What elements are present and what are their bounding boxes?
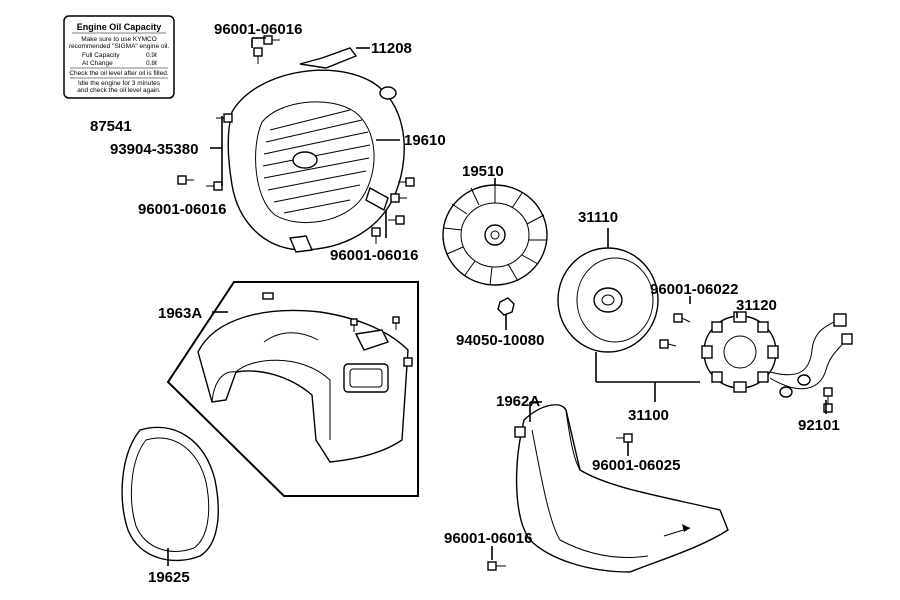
stator-drawing — [701, 311, 853, 398]
part-label-96001-06016-mid: 96001-06016 — [330, 247, 418, 264]
screws-top-drawing — [177, 35, 415, 244]
shroud-box-frame — [166, 281, 419, 497]
part-label-19625: 19625 — [148, 569, 190, 586]
oil-capacity-label-card: Engine Oil Capacity Make sure to use KYM… — [63, 15, 175, 99]
oil-label-full: Full Capacity — [82, 52, 120, 59]
stator-screws-drawing — [659, 313, 833, 413]
part-label-92101: 92101 — [798, 417, 840, 434]
cooling-fan-drawing — [442, 184, 548, 286]
oil-label-title: Engine Oil Capacity — [77, 22, 162, 32]
part-label-1962a: 1962A — [496, 393, 540, 410]
oil-label-full-value: 0.9ℓ — [146, 52, 158, 59]
shroud-1963a-drawing — [197, 292, 413, 463]
oil-label-note3: and check the oil level again. — [77, 87, 161, 94]
part-label-93904-35380: 93904-35380 — [110, 141, 198, 158]
part-label-96001-06016-bottom: 96001-06016 — [444, 530, 532, 547]
flywheel-drawing — [557, 247, 659, 353]
gasket-19625-drawing — [121, 426, 219, 562]
part-label-19510: 19510 — [462, 163, 504, 180]
shroud-1962a-drawing — [487, 404, 729, 573]
part-label-31100: 31100 — [628, 407, 669, 424]
part-label-96001-06022: 96001-06022 — [650, 281, 738, 298]
part-label-31120: 31120 — [736, 297, 777, 314]
fan-cover-drawing — [227, 47, 405, 253]
part-label-31110: 31110 — [578, 209, 618, 226]
part-label-87541: 87541 — [90, 118, 132, 135]
oil-label-note1: Check the oil level after oil is filled. — [69, 70, 169, 77]
part-label-11208: 11208 — [371, 40, 412, 57]
oil-label-change: At Change — [82, 60, 113, 67]
part-label-96001-06016-top: 96001-06016 — [214, 21, 302, 38]
leader-lines — [167, 37, 827, 566]
part-number-labels: 96001-06016 11208 87541 19610 93904-3538… — [90, 21, 840, 586]
oil-label-line1: Make sure to use KYMCO — [81, 36, 157, 43]
part-label-19610: 19610 — [404, 132, 446, 149]
part-label-1963a: 1963A — [158, 305, 202, 322]
part-label-94050-10080: 94050-10080 — [456, 332, 544, 349]
oil-label-line2: recommended "SIGMA" engine oil. — [69, 43, 170, 50]
part-label-96001-06025: 96001-06025 — [592, 457, 680, 474]
oil-label-change-value: 0.8ℓ — [146, 60, 158, 67]
oil-label-note2: Idle the engine for 3 minutes — [78, 80, 161, 87]
part-label-96001-06016-left: 96001-06016 — [138, 201, 226, 218]
nut-drawing — [497, 297, 515, 316]
